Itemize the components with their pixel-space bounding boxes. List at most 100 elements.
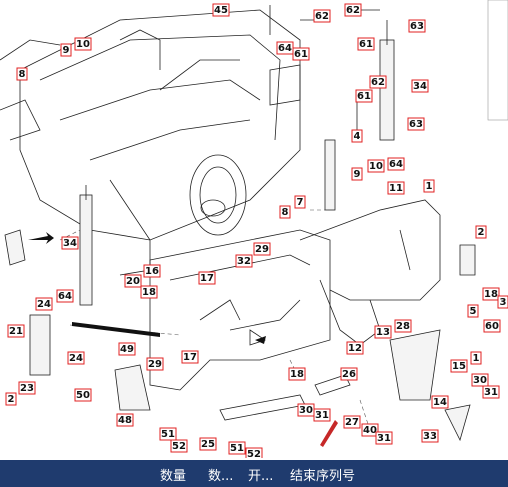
callout-label: 1: [473, 353, 480, 364]
callout-61[interactable]: 61: [355, 89, 373, 103]
callout-12[interactable]: 12: [346, 341, 364, 355]
callout-5[interactable]: 5: [467, 304, 479, 318]
callout-label: 2: [478, 227, 485, 238]
callout-label: 17: [183, 352, 197, 363]
callout-4[interactable]: 4: [351, 129, 363, 143]
callout-52[interactable]: 52: [245, 447, 263, 458]
callout-34[interactable]: 34: [411, 79, 429, 93]
callout-label: 24: [69, 353, 83, 364]
callout-7[interactable]: 7: [294, 195, 306, 209]
cylinder-left: [79, 185, 93, 306]
callout-2[interactable]: 2: [5, 392, 17, 406]
cylinder-right: [379, 20, 395, 141]
callout-32[interactable]: 32: [235, 254, 253, 268]
callout-31[interactable]: 31: [313, 408, 331, 422]
callout-label: 49: [120, 344, 134, 355]
callout-23[interactable]: 23: [18, 381, 36, 395]
callout-9[interactable]: 9: [351, 167, 363, 181]
callout-63[interactable]: 63: [407, 117, 425, 131]
callout-29[interactable]: 29: [253, 242, 271, 256]
callout-15[interactable]: 15: [450, 359, 468, 373]
callout-label: 40: [363, 425, 377, 436]
leader-lines: [59, 209, 371, 431]
callout-26[interactable]: 26: [340, 367, 358, 381]
callout-30[interactable]: 30: [471, 373, 489, 387]
gear-ring: [189, 154, 247, 236]
callout-label: 8: [282, 207, 289, 218]
callout-11[interactable]: 11: [387, 181, 405, 195]
callout-25[interactable]: 25: [199, 437, 217, 451]
callout-21[interactable]: 21: [7, 324, 25, 338]
callout-label: 51: [161, 429, 175, 440]
callout-label: 2: [8, 394, 15, 405]
callout-24[interactable]: 24: [35, 297, 53, 311]
callout-62[interactable]: 62: [369, 75, 387, 89]
callout-34[interactable]: 34: [61, 236, 79, 250]
callout-14[interactable]: 14: [431, 395, 449, 409]
callout-30[interactable]: 30: [297, 403, 315, 417]
callout-8[interactable]: 8: [16, 67, 28, 81]
callout-60[interactable]: 60: [483, 319, 501, 333]
column-end-serial[interactable]: 结束序列号: [290, 469, 356, 484]
callout-51[interactable]: 51: [228, 441, 246, 455]
callout-31[interactable]: 31: [375, 431, 393, 445]
callout-16[interactable]: 16: [143, 264, 161, 278]
arrow-icon: [72, 322, 160, 337]
callout-label: 28: [396, 321, 410, 332]
callout-label: 3: [500, 297, 507, 308]
callout-label: 52: [247, 449, 261, 458]
callout-50[interactable]: 50: [74, 388, 92, 402]
callout-28[interactable]: 28: [394, 319, 412, 333]
column-num[interactable]: 数...: [208, 469, 234, 484]
callout-18[interactable]: 18: [288, 367, 306, 381]
callout-label: 12: [348, 343, 362, 354]
callout-label: 51: [230, 443, 244, 454]
callout-52[interactable]: 52: [170, 439, 188, 453]
callout-8[interactable]: 8: [279, 205, 291, 219]
callout-label: 25: [201, 439, 215, 450]
callout-31[interactable]: 31: [482, 385, 500, 399]
callout-61[interactable]: 61: [357, 37, 375, 51]
callout-40[interactable]: 40: [361, 423, 379, 437]
callout-10[interactable]: 10: [367, 159, 385, 173]
callout-62[interactable]: 62: [344, 3, 362, 17]
callout-18[interactable]: 18: [482, 287, 500, 301]
callout-18[interactable]: 18: [140, 285, 158, 299]
main-frame: [0, 9, 301, 276]
callout-64[interactable]: 64: [276, 41, 294, 55]
callout-49[interactable]: 49: [118, 342, 136, 356]
callout-label: 20: [126, 276, 140, 287]
callout-64[interactable]: 64: [56, 289, 74, 303]
callout-24[interactable]: 24: [67, 351, 85, 365]
callout-3[interactable]: 3: [497, 295, 508, 309]
callout-17[interactable]: 17: [198, 271, 216, 285]
callout-33[interactable]: 33: [421, 429, 439, 443]
callout-1[interactable]: 1: [423, 179, 435, 193]
callout-13[interactable]: 13: [374, 325, 392, 339]
column-qty[interactable]: 数量: [160, 469, 187, 484]
callout-2[interactable]: 2: [475, 225, 487, 239]
column-start[interactable]: 开...: [248, 469, 274, 484]
callout-10[interactable]: 10: [74, 37, 92, 51]
callout-62[interactable]: 62: [313, 9, 331, 23]
lower-frame: [149, 229, 331, 391]
callout-64[interactable]: 64: [387, 157, 405, 171]
callout-48[interactable]: 48: [116, 413, 134, 427]
callout-label: 34: [413, 81, 427, 92]
callout-27[interactable]: 27: [343, 415, 361, 429]
callout-45[interactable]: 45: [212, 3, 230, 17]
callout-label: 15: [452, 361, 466, 372]
callout-1[interactable]: 1: [470, 351, 482, 365]
callout-label: 30: [299, 405, 313, 416]
callout-51[interactable]: 51: [159, 427, 177, 441]
callout-17[interactable]: 17: [181, 350, 199, 364]
callout-63[interactable]: 63: [408, 19, 426, 33]
callout-label: 60: [485, 321, 499, 332]
callout-9[interactable]: 9: [60, 43, 72, 57]
callout-20[interactable]: 20: [124, 274, 142, 288]
callout-29[interactable]: 29: [146, 357, 164, 371]
callout-label: 64: [58, 291, 72, 302]
callout-label: 23: [20, 383, 34, 394]
callout-61[interactable]: 61: [292, 47, 310, 61]
callout-label: 18: [142, 287, 156, 298]
